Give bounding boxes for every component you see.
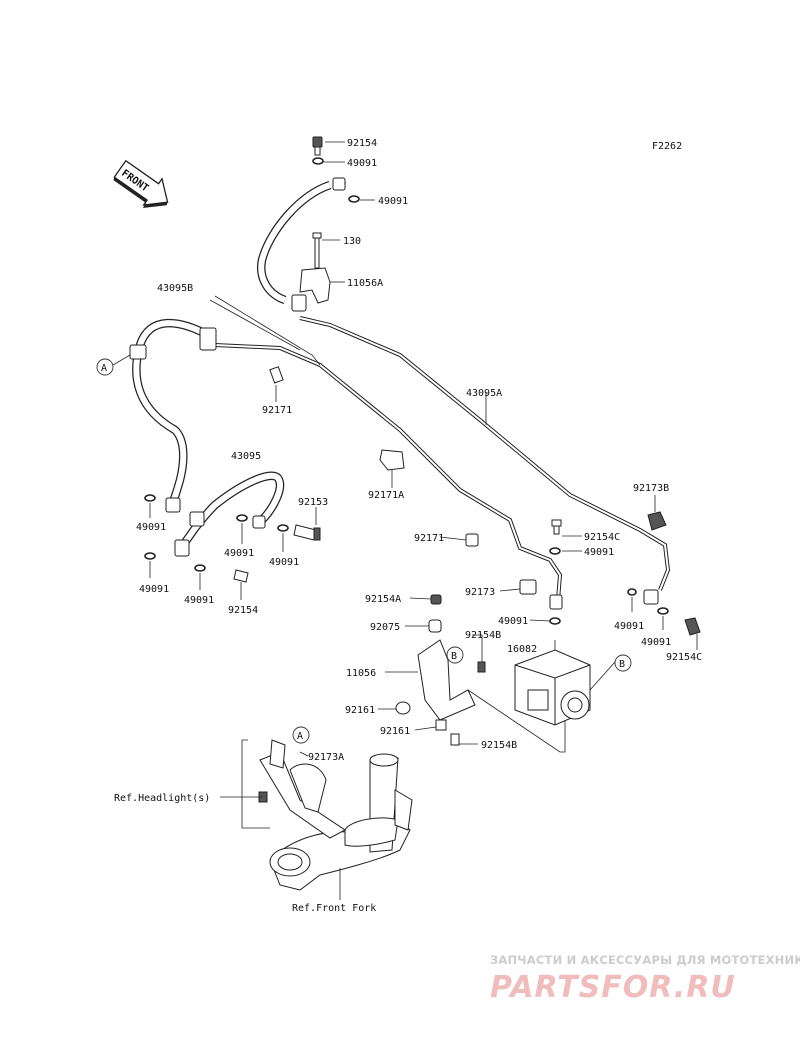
label-49091-l5: 49091 <box>184 595 214 606</box>
label-43095b: 43095B <box>157 283 193 294</box>
label-92154c-a: 92154C <box>584 532 620 543</box>
label-49091-m: 49091 <box>498 616 528 627</box>
label-49091-top2: 49091 <box>378 196 408 207</box>
callouts: A A B B <box>96 354 632 744</box>
label-92171-b: 92171 <box>414 533 444 544</box>
label-49091-l2: 49091 <box>224 548 254 559</box>
hose-43095 <box>176 471 285 553</box>
label-11056: 11056 <box>346 668 376 679</box>
label-92161-b: 92161 <box>380 726 410 737</box>
label-92153: 92153 <box>298 497 328 508</box>
label-49091-l1: 49091 <box>136 522 166 533</box>
callout-b-left-label: B <box>451 651 457 662</box>
label-43095a: 43095A <box>466 388 502 399</box>
label-ref-front-fork: Ref.Front Fork <box>292 903 376 914</box>
callout-a-left-label: A <box>101 363 107 374</box>
part-labels: F2262 92154 49091 49091 130 11056A 43095… <box>114 138 702 914</box>
abs-unit-16082 <box>514 640 616 726</box>
label-16082: 16082 <box>507 644 537 655</box>
callout-a-lower-label: A <box>297 731 303 742</box>
brake-pipe-lower <box>214 343 563 601</box>
leader-lines <box>149 141 698 757</box>
right-hardware <box>465 511 701 636</box>
callout-a-lower <box>292 726 310 744</box>
label-ref-headlight: Ref.Headlight(s) <box>114 793 210 804</box>
label-92075: 92075 <box>370 622 400 633</box>
label-92154c-b: 92154C <box>666 652 702 663</box>
brake-pipe-43095a <box>299 316 671 591</box>
label-49091-r2: 49091 <box>614 621 644 632</box>
figure-code: F2262 <box>652 141 682 152</box>
label-11056a: 11056A <box>347 278 383 289</box>
label-49091-top1: 49091 <box>347 158 377 169</box>
label-92154a: 92154A <box>365 594 401 605</box>
fork-triple-clamp <box>258 739 413 891</box>
callout-b-left <box>446 646 464 664</box>
label-92173: 92173 <box>465 587 495 598</box>
label-92154-l: 92154 <box>228 605 258 616</box>
label-92154b-a: 92154B <box>465 630 501 641</box>
top-hardware <box>291 136 360 312</box>
watermark: ЗАПЧАСТИ И АКСЕССУАРЫ ДЛЯ МОТОТЕХНИКИ PA… <box>490 953 800 1005</box>
watermark-logo: PARTSFOR.RU <box>490 970 736 1005</box>
ref-bracket-lines <box>220 739 341 900</box>
label-49091-l4: 49091 <box>139 584 169 595</box>
reference-lines <box>209 295 321 366</box>
callout-a-left <box>96 358 114 376</box>
label-43095: 43095 <box>231 451 261 462</box>
hose-43095b <box>132 318 211 512</box>
callout-b-right <box>614 654 632 672</box>
label-130: 130 <box>343 236 361 247</box>
upper-brake-hose <box>256 180 332 305</box>
left-hardware <box>129 327 405 583</box>
label-49091-l3: 49091 <box>269 557 299 568</box>
label-92173b: 92173B <box>633 483 669 494</box>
callout-b-right-label: B <box>619 659 625 670</box>
label-92154-top: 92154 <box>347 138 377 149</box>
label-92161-a: 92161 <box>345 705 375 716</box>
front-arrow-icon: FRONT <box>113 159 169 209</box>
label-92154b-b: 92154B <box>481 740 517 751</box>
label-92171-a: 92171 <box>262 405 292 416</box>
label-92173a: 92173A <box>308 752 344 763</box>
bracket-11056 <box>395 594 566 753</box>
label-49091-r3: 49091 <box>641 637 671 648</box>
label-92171a: 92171A <box>368 490 404 501</box>
watermark-tagline: ЗАПЧАСТИ И АКСЕССУАРЫ ДЛЯ МОТОТЕХНИКИ <box>490 953 800 967</box>
label-49091-r1: 49091 <box>584 547 614 558</box>
